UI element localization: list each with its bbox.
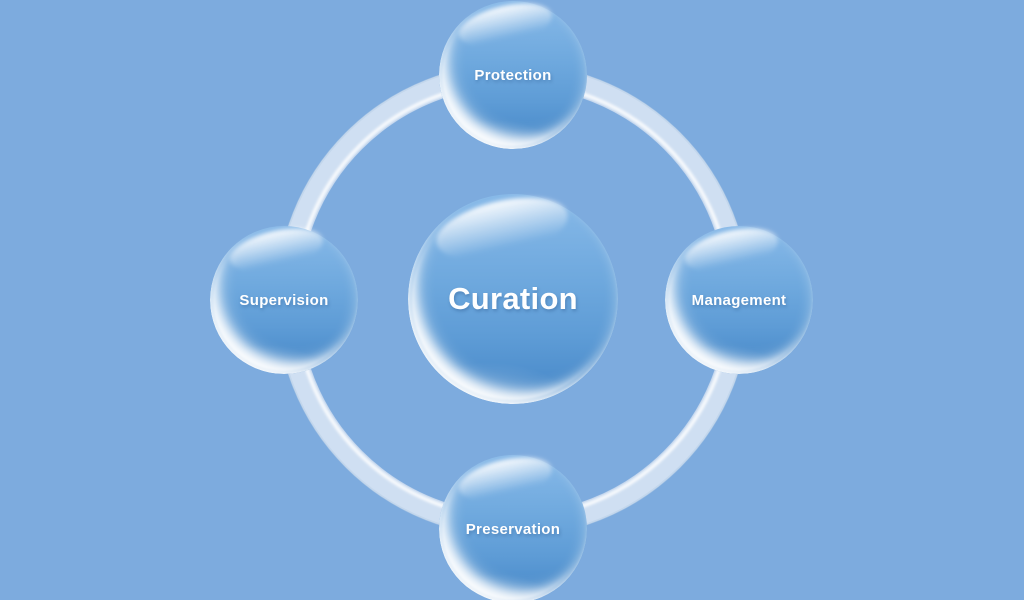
node-label-management: Management	[691, 291, 787, 309]
node-label-protection: Protection	[474, 66, 552, 84]
node-label-supervision: Supervision	[239, 291, 329, 309]
node-management: Management	[665, 226, 813, 374]
node-preservation: Preservation	[439, 455, 587, 600]
node-curation-center: Curation	[408, 194, 618, 404]
center-node-label: Curation	[448, 281, 578, 316]
node-label-preservation: Preservation	[465, 520, 561, 538]
node-supervision: Supervision	[210, 226, 358, 374]
node-protection: Protection	[439, 1, 587, 149]
